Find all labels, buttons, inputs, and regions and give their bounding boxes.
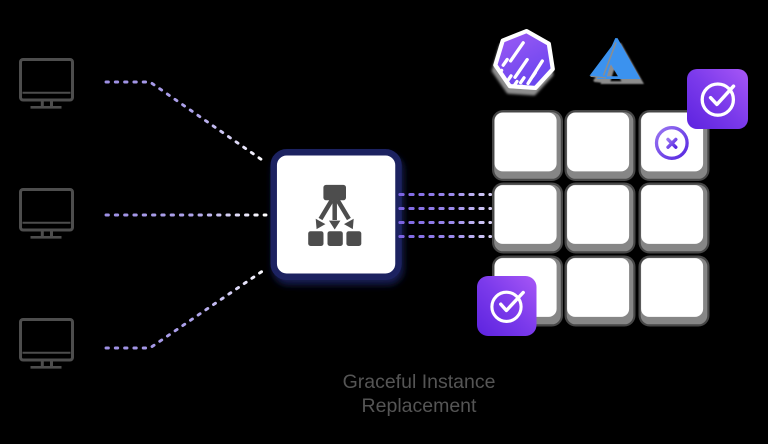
svg-text:Replacement: Replacement xyxy=(362,395,477,417)
svg-text:Graceful Instance: Graceful Instance xyxy=(343,371,496,393)
